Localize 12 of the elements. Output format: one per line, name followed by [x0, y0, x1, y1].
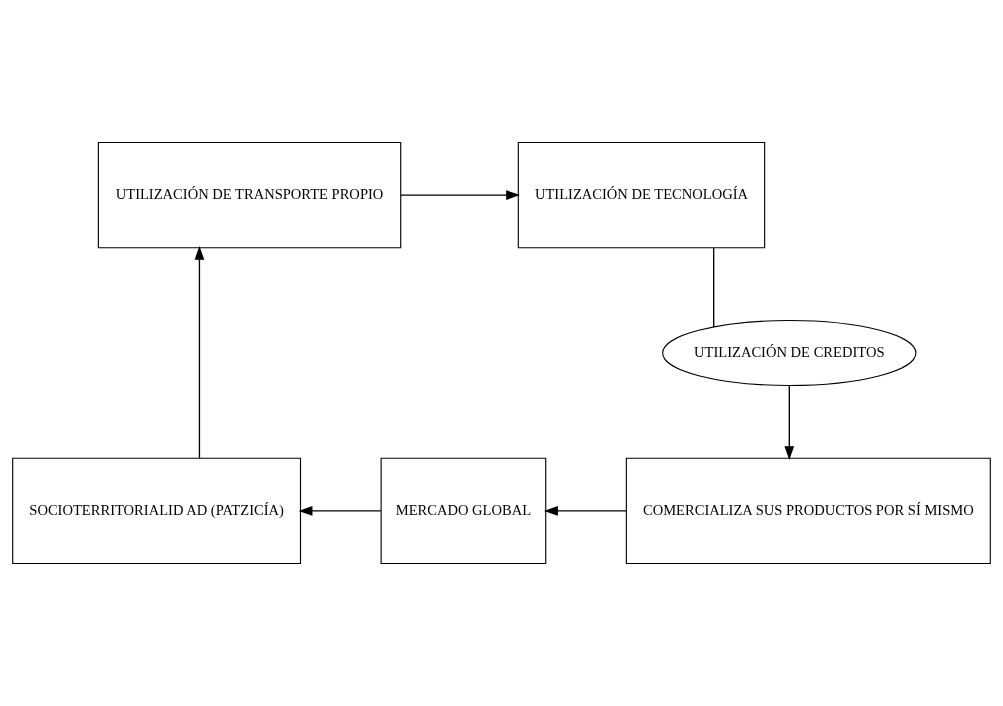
arrow [544, 506, 627, 516]
connector [713, 247, 715, 328]
node-box: SOCIOTERRITORIALID AD (PATZICÍA) [12, 457, 302, 565]
node-box: UTILIZACIÓN DE TRANSPORTE PROPIO [97, 141, 402, 249]
arrow [298, 506, 382, 516]
node-ellipse: UTILIZACIÓN DE CREDITOS [662, 319, 917, 387]
arrow [784, 385, 795, 461]
node-box: COMERCIALIZA SUS PRODUCTOS POR SÍ MISMO [625, 457, 991, 565]
node-box: MERCADO GLOBAL [380, 457, 547, 565]
arrow [400, 190, 521, 200]
arrow [194, 245, 205, 459]
node-box: UTILIZACIÓN DE TECNOLOGÍA [517, 141, 766, 249]
